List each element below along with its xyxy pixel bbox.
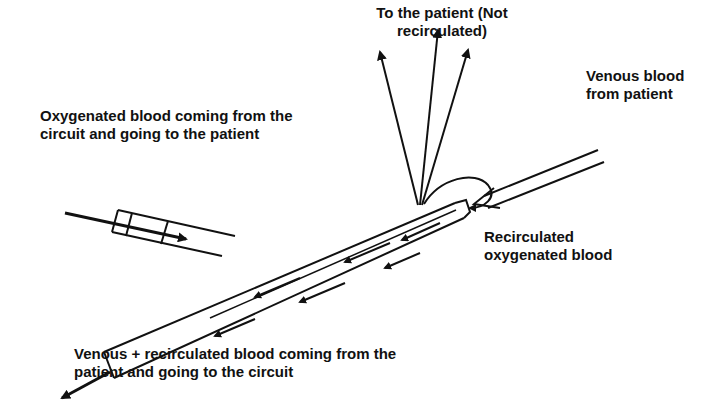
oxygenated-label: Oxygenated blood coming from the circuit… — [40, 107, 332, 144]
flow-arrows — [62, 30, 604, 398]
patient-label: To the patient (Not recirculated) — [372, 4, 512, 41]
recirculated-label: Recirculated oxygenated blood — [484, 228, 644, 265]
venous-label: Venous blood from patient — [586, 67, 686, 104]
circuit-label: Venous + recirculated blood coming from … — [74, 345, 436, 382]
